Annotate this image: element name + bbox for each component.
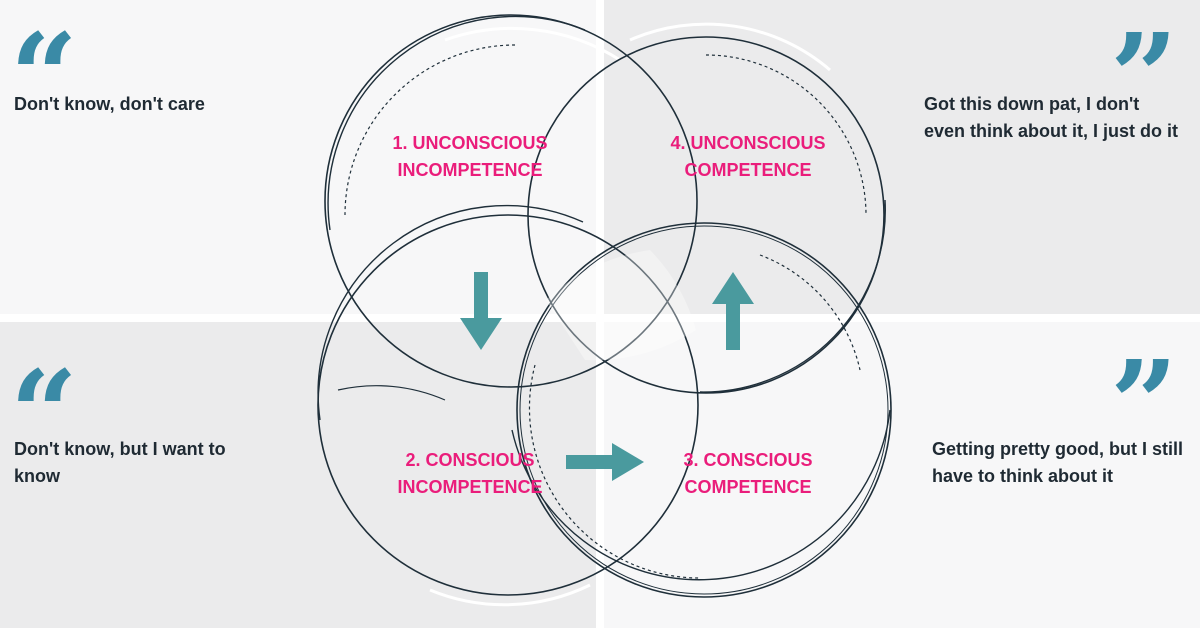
quadrant-top-left: [0, 0, 596, 314]
stage-label-line: INCOMPETENCE: [397, 477, 543, 497]
quote-text-bottom-right: Getting pretty good, but I still have to…: [932, 439, 1183, 486]
circle-unconscious-incompetence: [324, 14, 698, 388]
stage-label-conscious-competence: 3. CONSCIOUS COMPETENCE: [628, 447, 868, 501]
stage-label-conscious-incompetence: 2. CONSCIOUS INCOMPETENCE: [350, 447, 590, 501]
up-arrow-icon: [712, 272, 754, 350]
stage-label-line: 2. CONSCIOUS: [405, 450, 535, 470]
stage-label-unconscious-incompetence: 1. UNCONSCIOUS INCOMPETENCE: [350, 130, 590, 184]
circle-unconscious-competence: [527, 22, 886, 394]
stage-label-line: 4. UNCONSCIOUS: [670, 133, 826, 153]
quote-text-top-right: Got this down pat, I don't even think ab…: [924, 94, 1179, 141]
open-quote-icon: “: [10, 344, 78, 483]
close-quote-icon: ”: [1110, 7, 1178, 146]
stage-label-line: 3. CONSCIOUS: [683, 450, 813, 470]
open-quote-icon: “: [10, 7, 78, 146]
quote-text-top-left: Don't know, don't care: [14, 94, 205, 114]
down-arrow-icon: [460, 272, 502, 350]
quadrant-top-right: [604, 0, 1200, 314]
quadrant-bottom-right: [604, 322, 1200, 628]
circle-conscious-competence: [511, 222, 892, 598]
stage-label-line: 1. UNCONSCIOUS: [392, 133, 548, 153]
quadrant-bottom-left: [0, 322, 596, 628]
right-arrow-icon: [566, 443, 644, 481]
stage-label-line: COMPETENCE: [684, 160, 812, 180]
close-quote-icon: ”: [1110, 334, 1178, 473]
stage-label-unconscious-competence: 4. UNCONSCIOUS COMPETENCE: [628, 130, 868, 184]
circle-conscious-incompetence: [317, 204, 699, 607]
stage-label-line: COMPETENCE: [684, 477, 812, 497]
stage-label-line: INCOMPETENCE: [397, 160, 543, 180]
quote-text-bottom-left: Don't know, but I want to know: [14, 439, 226, 486]
